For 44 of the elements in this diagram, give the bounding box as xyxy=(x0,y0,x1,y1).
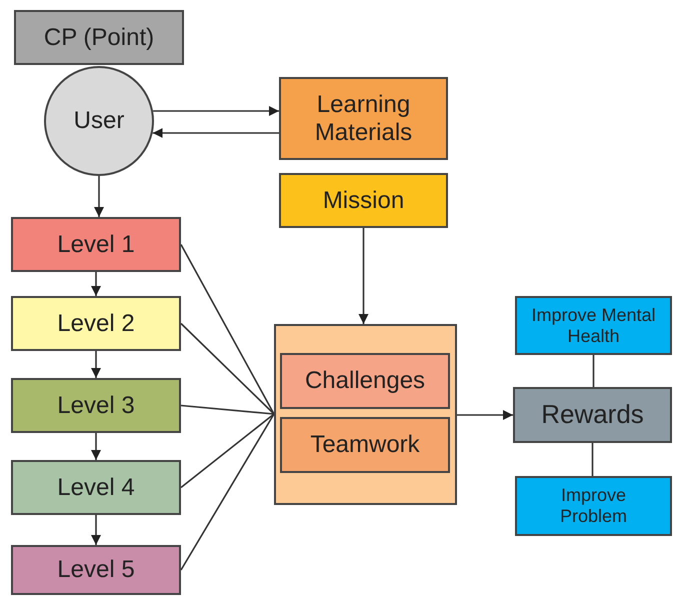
group-box xyxy=(274,324,457,505)
level-box xyxy=(11,217,181,272)
node-label: Learning Materials xyxy=(314,90,414,146)
node-label: Level 5 xyxy=(57,556,135,584)
arrow xyxy=(91,272,101,296)
level-box xyxy=(11,296,181,351)
connector-line xyxy=(180,322,275,415)
arrow xyxy=(91,351,101,378)
arrow xyxy=(94,176,104,217)
outcome-box xyxy=(515,476,672,536)
rewards-box xyxy=(513,387,672,443)
arrow xyxy=(153,106,279,116)
arrow xyxy=(152,128,279,138)
node-label: Improve Mental Health xyxy=(531,304,656,346)
node-label: Level 2 xyxy=(57,310,135,338)
arrow xyxy=(91,433,101,460)
node-label: Challenges xyxy=(304,367,426,395)
process-box xyxy=(280,353,450,409)
connector-line xyxy=(180,413,274,488)
outcome-box xyxy=(515,296,672,355)
connector-line xyxy=(592,355,594,387)
connector-line xyxy=(180,244,275,414)
arrow xyxy=(91,515,101,545)
connector-line xyxy=(592,443,594,476)
process-box xyxy=(279,173,448,228)
level-box xyxy=(11,378,181,433)
node-label: Level 1 xyxy=(57,230,135,258)
connector-line xyxy=(180,404,274,415)
node-label: Mission xyxy=(322,186,404,214)
arrow xyxy=(358,228,368,324)
arrow xyxy=(457,410,513,420)
node-label: CP (Point) xyxy=(44,24,154,52)
process-box xyxy=(280,417,450,473)
level-box xyxy=(11,460,181,515)
node-label: User xyxy=(74,107,124,135)
node-label: Level 3 xyxy=(57,392,135,420)
node-label: Teamwork xyxy=(310,431,420,459)
connector-line xyxy=(180,414,275,570)
process-box xyxy=(279,77,448,160)
node-label: Level 4 xyxy=(57,474,135,502)
node-label: Improve Problem xyxy=(558,485,628,527)
level-box xyxy=(11,545,181,595)
node-label: Rewards xyxy=(541,400,644,430)
process-box xyxy=(14,10,184,65)
